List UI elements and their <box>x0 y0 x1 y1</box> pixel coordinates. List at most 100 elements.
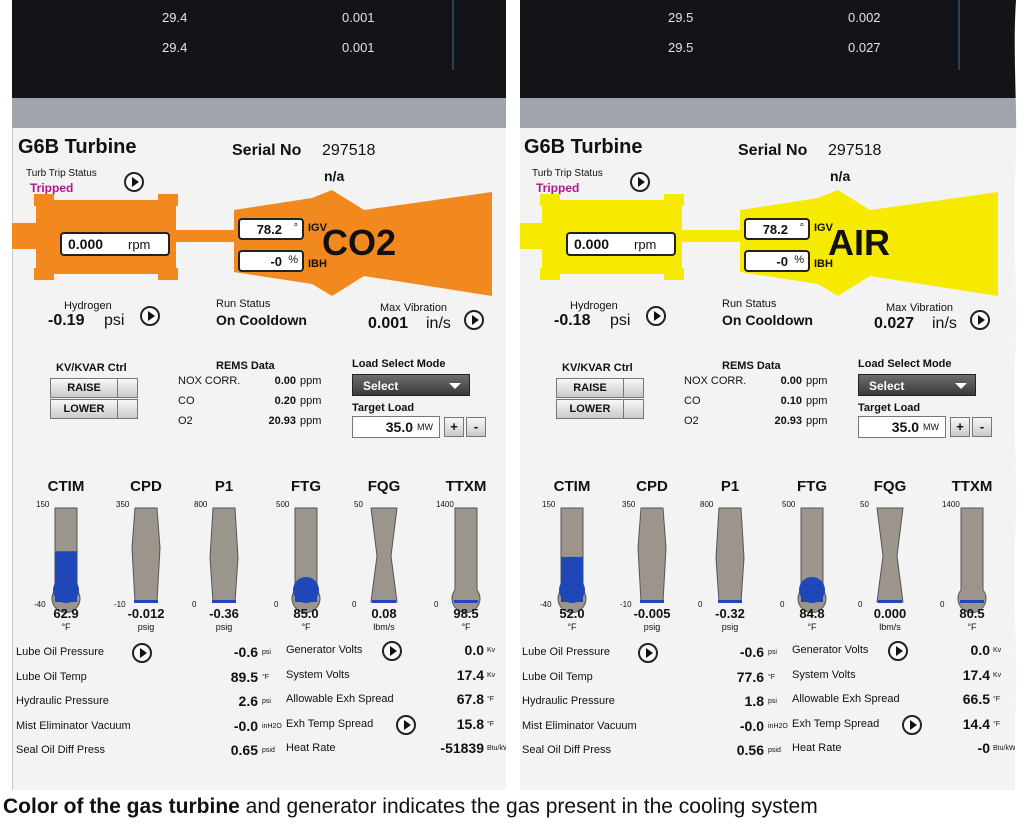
gauge-min-tick: 0 <box>192 600 197 609</box>
rems-value: 0.10 <box>780 395 802 407</box>
gauge-unit: °F <box>301 622 311 632</box>
gauge-unit: °F <box>967 622 977 632</box>
load-select-value: Select <box>363 379 399 393</box>
top-value-1: 29.4 <box>162 10 188 25</box>
rems-unit: ppm <box>806 375 828 387</box>
gauge-min-tick: 0 <box>780 600 785 609</box>
hydrogen-label: Hydrogen <box>64 300 112 312</box>
generator-foot <box>664 194 684 206</box>
reading-value: 17.4 <box>456 666 484 683</box>
reading-label: Heat Rate <box>792 742 842 754</box>
top-value-2: 0.002 <box>848 10 881 25</box>
reading-value: -0.0 <box>739 717 764 734</box>
target-load-label: Target Load <box>858 402 921 414</box>
serial-na: n/a <box>324 168 345 184</box>
reading-detail-button[interactable] <box>382 641 402 661</box>
trip-status-button[interactable] <box>124 172 144 192</box>
reading-label: Seal Oil Diff Press <box>522 744 612 756</box>
igv-unit: ° <box>293 222 298 234</box>
ibh-unit: % <box>794 254 804 266</box>
lower-button[interactable]: LOWER <box>556 399 644 419</box>
reading-detail-button[interactable] <box>638 643 658 663</box>
caption-rest: and generator indicates the gas present … <box>239 795 818 818</box>
max-vibration-button[interactable] <box>464 310 484 330</box>
serial-number: 297518 <box>322 142 376 159</box>
reading-detail-button[interactable] <box>888 641 908 661</box>
reading-label: Seal Oil Diff Press <box>16 744 106 756</box>
reading-value: -0.0 <box>233 717 258 734</box>
gauge-max-tick: 50 <box>860 500 869 509</box>
reading-unit: inH2O <box>768 722 788 730</box>
reading-value: 17.4 <box>962 666 990 683</box>
reading-value: 0.0 <box>464 642 484 658</box>
gauge-value: 52.0 <box>559 606 585 621</box>
target-load-field[interactable]: 35.0 MW <box>352 416 440 438</box>
lower-button[interactable]: LOWER <box>50 399 138 419</box>
reading-unit: Btu/kWh <box>487 745 512 752</box>
header-band <box>12 98 512 128</box>
run-status-label: Run Status <box>216 298 271 310</box>
gauge-name: P1 <box>214 478 234 495</box>
gauge-name: CPD <box>130 478 162 495</box>
reading-detail-button[interactable] <box>132 643 152 663</box>
ibh-readout: -0% <box>238 250 304 272</box>
gauge-tube <box>715 507 745 603</box>
hydrogen-button[interactable] <box>646 306 666 326</box>
gauge-name: FQG <box>367 478 401 495</box>
rems-name: NOX CORR. <box>684 375 747 387</box>
reading-value: 1.8 <box>744 693 764 709</box>
rems-value: 0.00 <box>780 375 802 387</box>
rems-unit: ppm <box>806 415 828 427</box>
gauge-min-tick: 0 <box>274 600 279 609</box>
reading-value: 0.0 <box>970 642 990 658</box>
decrease-load-button[interactable]: - <box>972 417 992 437</box>
gauge-tube <box>370 507 398 603</box>
header-band <box>518 98 1018 128</box>
top-divider <box>452 0 454 70</box>
kv-kvar-label: KV/KVAR Ctrl <box>562 362 633 374</box>
decrease-load-button[interactable]: - <box>466 417 486 437</box>
turbine-title: G6B Turbine <box>18 136 137 158</box>
gauge-fill <box>718 600 742 603</box>
reading-value: 0.56 <box>736 742 764 758</box>
load-select-dropdown[interactable]: Select <box>352 374 470 396</box>
raise-button[interactable]: RAISE <box>50 378 138 398</box>
gauge-name: CPD <box>636 478 668 495</box>
rems-name: CO <box>684 395 701 407</box>
igv-unit: ° <box>799 222 804 234</box>
hydrogen-button[interactable] <box>140 306 160 326</box>
rems-name: O2 <box>178 415 193 427</box>
max-vibration-button[interactable] <box>970 310 990 330</box>
gauge-max-tick: 800 <box>194 500 208 509</box>
reading-unit: °F <box>487 720 495 728</box>
reading-unit: Kv <box>487 647 496 654</box>
load-select-mode-label: Load Select Mode <box>858 358 952 370</box>
target-load-value: 35.0 <box>385 419 413 435</box>
reading-unit: °F <box>993 720 1001 728</box>
gauge-tube <box>209 507 239 603</box>
target-load-unit: MW <box>417 422 433 432</box>
trip-status-button[interactable] <box>630 172 650 192</box>
gauge-min-tick: -10 <box>620 600 632 609</box>
generator-foot <box>34 194 54 206</box>
reading-label: Mist Eliminator Vacuum <box>522 719 637 732</box>
rpm-value: 0.000 <box>68 236 104 252</box>
reading-detail-button[interactable] <box>396 714 416 735</box>
reading-detail-button[interactable] <box>902 714 922 735</box>
raise-button[interactable]: RAISE <box>556 378 644 398</box>
increase-load-button[interactable]: + <box>444 417 464 437</box>
gauge-value: -0.32 <box>715 606 745 621</box>
reading-unit: psi <box>768 698 777 705</box>
increase-load-button[interactable]: + <box>950 417 970 437</box>
load-select-dropdown[interactable]: Select <box>858 374 976 396</box>
reading-label: Exh Temp Spread <box>792 717 880 730</box>
gauge-unit: psig <box>215 622 233 632</box>
reading-value: 66.5 <box>962 691 990 707</box>
gauge-tube <box>957 507 987 614</box>
